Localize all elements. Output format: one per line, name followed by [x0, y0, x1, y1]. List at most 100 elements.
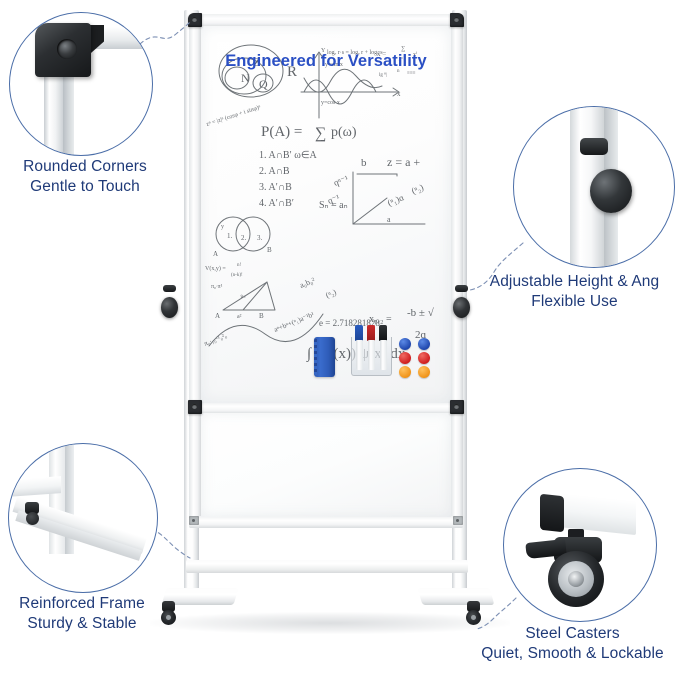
caster-left[interactable] — [161, 601, 176, 626]
caster-icon — [25, 502, 39, 526]
callout-subtitle: Quiet, Smooth & Lockable — [481, 645, 664, 662]
svg-text:logₑ r·s = logₑ r + logₑ s: logₑ r·s = logₑ r + logₑ s — [327, 50, 383, 56]
svg-text:a₀b₀²: a₀b₀² — [298, 275, 316, 289]
svg-text:lg ⁸|: lg ⁸| — [379, 72, 387, 78]
callout-subtitle: Gentle to Touch — [30, 178, 140, 195]
adjustment-knob-right[interactable] — [453, 297, 470, 318]
svg-text:y=sin x: y=sin x — [325, 62, 343, 68]
whiteboard-panel: N Z Q R Y x logₑ r·s = logₑ r + logₑ s y… — [188, 13, 464, 530]
board-frame-bottom — [189, 516, 463, 528]
svg-text:z = a +: z = a + — [387, 155, 420, 169]
red-magnet[interactable] — [399, 352, 411, 364]
svg-text:2.: 2. — [241, 234, 247, 242]
callout-steel-casters — [503, 468, 657, 622]
board-frame-top — [189, 14, 463, 27]
stand-foot-right — [417, 588, 495, 605]
page-title: Engineered for Versatility — [225, 52, 427, 70]
blue-marker[interactable] — [355, 325, 363, 370]
svg-text:Sₙ = aₙ: Sₙ = aₙ — [319, 200, 348, 211]
marker-barrel — [379, 340, 387, 370]
adjustment-knob-left[interactable] — [161, 297, 178, 318]
svg-text:2ɑ: 2ɑ — [415, 329, 427, 341]
svg-text:(ⁿ₁)ɑ: (ⁿ₁)ɑ — [386, 192, 405, 208]
caster-wheel — [161, 610, 176, 625]
svg-text:≡≡≡: ≡≡≡ — [407, 71, 416, 76]
frame-brace-icon — [9, 444, 157, 592]
pivot-pin-left — [163, 285, 176, 292]
marker-cap — [379, 325, 387, 341]
svg-text:π₀∙₁₀·¹₀²₀: π₀∙₁₀·¹₀²₀ — [203, 331, 229, 348]
svg-text:3. A′∩B: 3. A′∩B — [259, 182, 292, 193]
corner-cap-top-right-icon — [450, 13, 464, 27]
svg-text:x₁,₂ =: x₁,₂ = — [369, 314, 392, 325]
board-frame-right — [451, 14, 463, 528]
svg-text:4. A′∩B′: 4. A′∩B′ — [259, 198, 294, 209]
writing-surface-lower — [201, 413, 451, 517]
blue-magnet[interactable] — [399, 338, 411, 350]
svg-text:e = 2.718281828: e = 2.718281828 — [319, 318, 380, 328]
adjustment-knob-icon — [514, 107, 674, 267]
svg-text:x̄ =: x̄ = — [377, 50, 386, 58]
svg-text:1.: 1. — [227, 232, 233, 240]
callout-subtitle: Flexible Use — [531, 293, 618, 310]
svg-text:P(A) =: P(A) = — [261, 124, 302, 140]
svg-text:-b ± √: -b ± √ — [407, 307, 435, 319]
pivot-pin-right — [455, 285, 468, 292]
red-magnet[interactable] — [418, 352, 430, 364]
callout-label-steel-casters: Steel Casters Quiet, Smooth & Lockable — [466, 624, 679, 664]
magnet-set — [399, 338, 437, 378]
svg-text:2. A∩B: 2. A∩B — [259, 166, 290, 177]
magnetic-eraser[interactable] — [314, 337, 335, 377]
blue-magnet[interactable] — [418, 338, 430, 350]
orange-magnet[interactable] — [399, 366, 411, 378]
svg-text:a₀: a₀ — [240, 293, 247, 300]
svg-text:q⁻¹: q⁻¹ — [326, 192, 341, 206]
svg-text:n!: n! — [237, 263, 242, 268]
callout-subtitle: Sturdy & Stable — [27, 615, 137, 632]
svg-text:(n-k)!: (n-k)! — [231, 273, 243, 278]
black-marker[interactable] — [379, 325, 387, 370]
svg-text:x: x — [397, 90, 401, 98]
locking-caster-icon — [504, 469, 656, 621]
board-frame-middle — [189, 402, 463, 414]
orange-magnet[interactable] — [418, 366, 430, 378]
stand-crossbar — [186, 560, 468, 573]
callout-adjustable-height — [513, 106, 675, 268]
svg-text:1. A∩B′ ω∈A: 1. A∩B′ ω∈A — [259, 150, 318, 161]
svg-text:b: b — [361, 157, 367, 169]
svg-text:a: a — [387, 215, 391, 224]
marker-cap — [355, 325, 363, 341]
callout-title: Steel Casters — [525, 625, 620, 642]
svg-text:Y: Y — [321, 48, 326, 54]
svg-text:y: y — [221, 224, 224, 230]
svg-text:V(x,y) =: V(x,y) = — [205, 265, 226, 272]
svg-text:a²: a² — [237, 314, 242, 320]
svg-text:y=cos x: y=cos x — [321, 100, 340, 106]
svg-text:n: n — [397, 69, 400, 74]
svg-text:(ⁿ₂): (ⁿ₂) — [324, 287, 338, 299]
callout-label-reinforced-frame: Reinforced Frame Sturdy & Stable — [0, 594, 164, 634]
svg-text:∑: ∑ — [401, 46, 405, 52]
bracket-bottom-right-icon — [453, 516, 463, 525]
callout-rounded-corners — [9, 12, 153, 156]
callout-label-rounded-corners: Rounded Corners Gentle to Touch — [0, 157, 170, 197]
svg-text:Q: Q — [259, 77, 268, 91]
svg-text:j=1: j=1 — [398, 57, 406, 62]
red-marker[interactable] — [367, 325, 375, 370]
svg-text:π₀∙π¹: π₀∙π¹ — [211, 284, 223, 290]
callout-label-adjustable-height: Adjustable Height & Ang Flexible Use — [470, 272, 679, 312]
svg-text:zⁿ = |z|ⁿ (cosφ + i sinφ)ⁿ: zⁿ = |z|ⁿ (cosφ + i sinφ)ⁿ — [205, 104, 261, 128]
callout-title: Reinforced Frame — [19, 595, 145, 612]
corner-cap-icon — [10, 13, 152, 155]
svg-text:B: B — [259, 312, 264, 320]
svg-text:xⁱ: xⁱ — [413, 50, 417, 58]
svg-text:p(ω): p(ω) — [331, 125, 357, 140]
svg-text:3.: 3. — [257, 234, 263, 242]
bracket-bottom-left-icon — [189, 516, 199, 525]
svg-text:B: B — [267, 246, 272, 254]
callout-reinforced-frame — [8, 443, 158, 593]
floor-shadow — [150, 612, 510, 634]
marker-barrel — [355, 340, 363, 370]
